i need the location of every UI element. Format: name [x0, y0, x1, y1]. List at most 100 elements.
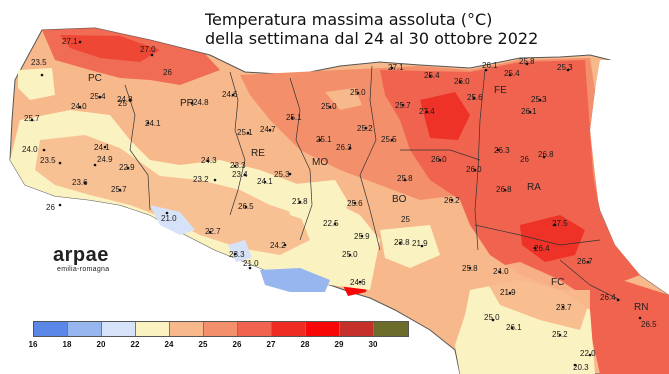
- temp-zone-27-west: [60, 35, 160, 62]
- contour-label-25: 25: [118, 99, 127, 108]
- station-value: 25.0: [342, 250, 358, 259]
- station: 26.2: [444, 196, 460, 205]
- station: 21.0: [243, 259, 259, 270]
- legend-swatch: [34, 322, 68, 336]
- station: 27.1: [62, 37, 82, 46]
- station-value: 26.0: [431, 155, 447, 164]
- station-value: 26.4: [534, 244, 550, 253]
- station-value: 25.2: [552, 330, 568, 339]
- station: 27.5: [552, 219, 568, 228]
- station-value: 24.6: [350, 278, 366, 287]
- station-value: 26.7: [577, 257, 593, 266]
- station-value: 21.0: [243, 259, 259, 268]
- legend-tick-label: 30: [368, 340, 378, 349]
- station: 25.1: [237, 128, 253, 137]
- station: 27.1: [388, 63, 404, 72]
- legend-swatch: [170, 322, 204, 336]
- station-value: 25.0: [350, 88, 366, 97]
- legend-swatch: [340, 322, 374, 336]
- station-value: 24.7: [260, 125, 276, 134]
- station: 24.8: [190, 98, 209, 107]
- legend-tick-label: 26: [232, 340, 242, 349]
- station: 26.1: [506, 323, 522, 332]
- temp-zone-21-center: [228, 240, 252, 262]
- station-value: 27.1: [62, 37, 78, 46]
- station: 25.3: [557, 63, 573, 72]
- station: 25.7: [395, 101, 411, 110]
- station-value: 24.6: [222, 90, 238, 99]
- station: 24.1: [94, 143, 110, 152]
- station-value: 26.8: [538, 150, 554, 159]
- station-value: 27.0: [140, 45, 156, 54]
- station-value: 22.5: [323, 219, 339, 228]
- legend-swatch: [306, 322, 340, 336]
- arpae-logo: arpae emilia-romagna: [53, 245, 109, 273]
- station: 24.8: [117, 95, 133, 104]
- station: 22.5: [323, 219, 339, 228]
- station-value: 21.0: [161, 214, 177, 223]
- station: 25.1: [316, 135, 332, 144]
- station-value: 25.6: [467, 93, 483, 102]
- legend-tick-label: 28: [300, 340, 310, 349]
- station-value: 20.3: [573, 363, 589, 372]
- station: 23.6: [72, 178, 88, 187]
- station-value: 25.8: [462, 264, 478, 273]
- legend-tick-label: 20: [96, 340, 106, 349]
- station-value: 25.4: [90, 92, 106, 101]
- station-value: 23.7: [556, 303, 572, 312]
- station: 25.3: [274, 170, 292, 179]
- station-value: 24.3: [201, 156, 217, 165]
- station: 26.5: [638, 316, 657, 329]
- legend-color-bar: [33, 321, 409, 337]
- station: 25.0: [350, 88, 366, 97]
- temp-zone-27-east: [420, 92, 470, 140]
- station-value: 25.2: [357, 124, 373, 133]
- city-mo: MO: [312, 157, 328, 168]
- station: 26.7: [577, 257, 593, 266]
- station: 25.8: [397, 174, 413, 183]
- map-title-line-2: della settimana dal 24 al 30 ottobre 202…: [205, 29, 539, 48]
- station-value: 25.7: [395, 101, 411, 110]
- station-value: 21.8: [292, 197, 308, 206]
- station: 25.2: [357, 124, 373, 133]
- station-value: 24.1: [257, 177, 273, 186]
- station-value: 23.5: [40, 156, 56, 165]
- station-value: 25.3: [557, 63, 573, 72]
- station: 23.8: [394, 238, 410, 247]
- station-value: 23.5: [31, 58, 47, 67]
- legend-swatch: [136, 322, 170, 336]
- station-value: 21.9: [500, 288, 516, 297]
- legend-tick-label: 29: [334, 340, 344, 349]
- station: 25.4: [424, 71, 440, 80]
- temp-zone-27-south: [520, 215, 585, 262]
- station: 26.0: [466, 165, 482, 174]
- station: 26.8: [538, 150, 554, 159]
- station-value: 21.9: [412, 239, 428, 248]
- station-value: 27.1: [388, 63, 404, 72]
- station: 25.0: [321, 102, 337, 111]
- station: 25.4: [90, 92, 106, 101]
- station-value: 24.9: [97, 155, 113, 164]
- temp-zone-24-band: [35, 135, 310, 255]
- station-value: 23.3: [229, 250, 245, 259]
- station-value: 23.8: [394, 238, 410, 247]
- station-value: 27.4: [419, 107, 435, 116]
- temp-zone-22-north: [18, 68, 55, 100]
- station: 25.0: [342, 250, 358, 259]
- station: 21.9: [500, 288, 516, 297]
- station: 24.7: [260, 125, 276, 134]
- temp-zone-24-pocket: [325, 88, 362, 110]
- city-pc: PC: [88, 73, 102, 84]
- city-fe: FE: [494, 85, 507, 96]
- station-value: 25.1: [316, 135, 332, 144]
- station: 26.4: [533, 244, 550, 253]
- map-title: Temperatura massima assoluta (°C) della …: [205, 10, 605, 48]
- legend-tick-label: 25: [198, 340, 208, 349]
- station: 20.3: [573, 363, 589, 372]
- station-value: 22.7: [205, 227, 221, 236]
- legend-tick-label: 24: [164, 340, 174, 349]
- station: 26.5: [238, 202, 254, 211]
